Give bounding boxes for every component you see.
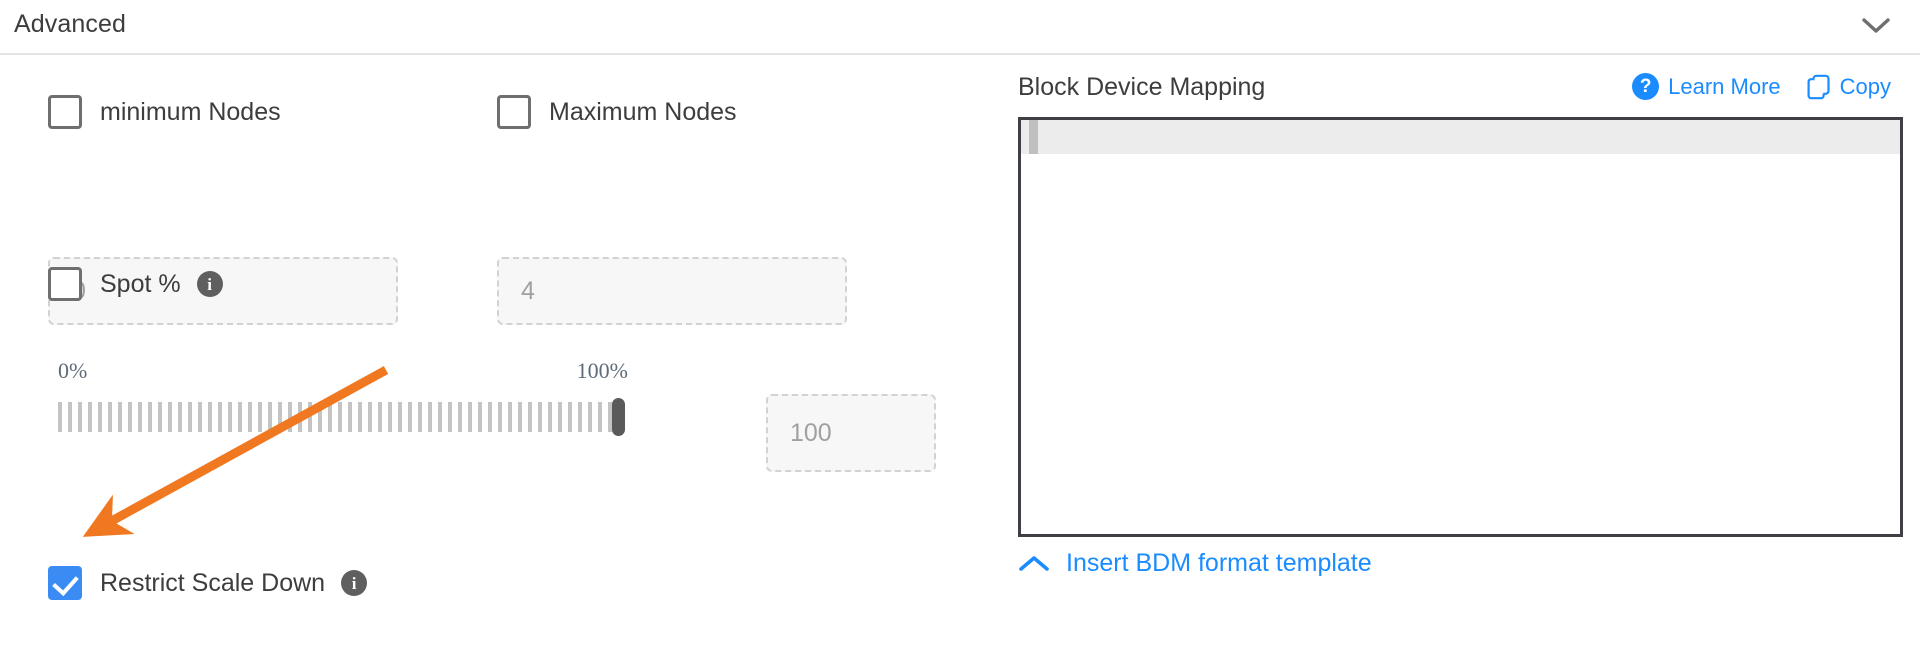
learn-more-link[interactable]: ? Learn More bbox=[1632, 73, 1781, 100]
editor-active-line bbox=[1021, 120, 1900, 154]
insert-bdm-template-label: Insert BDM format template bbox=[1066, 549, 1372, 577]
spot-percent-slider[interactable] bbox=[58, 398, 625, 436]
slider-max-label: 100% bbox=[576, 358, 628, 383]
learn-more-label: Learn More bbox=[1668, 73, 1781, 99]
maximum-nodes-input[interactable]: 4 bbox=[497, 257, 847, 325]
minimum-nodes-checkbox[interactable] bbox=[48, 95, 82, 129]
question-circle-icon: ? bbox=[1632, 73, 1660, 100]
minimum-nodes-input[interactable]: 0 bbox=[48, 257, 398, 325]
slider-min-label: 0% bbox=[58, 358, 88, 383]
spot-percent-row: Spot % i bbox=[48, 267, 223, 301]
insert-bdm-template-link[interactable]: Insert BDM format template bbox=[1018, 549, 1372, 578]
spot-percent-checkbox[interactable] bbox=[48, 267, 82, 301]
spot-percent-label: Spot % bbox=[100, 269, 181, 298]
maximum-nodes-checkbox[interactable] bbox=[497, 95, 531, 129]
chevron-down-icon bbox=[1862, 18, 1890, 33]
slider-range-labels: 0% 100% bbox=[58, 358, 628, 388]
spot-percent-slider-group: 0% 100% bbox=[58, 358, 628, 436]
scaling-options-column: minimum Nodes 0 Maximum Nodes 4 Spot % i… bbox=[0, 55, 1000, 656]
bdm-header: Block Device Mapping ? Learn More Copy bbox=[1018, 73, 1903, 107]
copy-icon bbox=[1807, 74, 1830, 99]
bdm-title: Block Device Mapping bbox=[1018, 73, 1266, 101]
minimum-nodes-row: minimum Nodes bbox=[48, 95, 281, 129]
slider-handle[interactable] bbox=[612, 398, 625, 436]
copy-label: Copy bbox=[1839, 73, 1891, 99]
bdm-actions: ? Learn More Copy bbox=[1632, 73, 1891, 100]
page-title: Advanced bbox=[14, 10, 126, 38]
editor-cursor bbox=[1029, 120, 1038, 154]
spot-percent-info-icon[interactable]: i bbox=[196, 271, 223, 297]
slider-ticks bbox=[58, 402, 616, 432]
spot-percent-value-input[interactable]: 100 bbox=[766, 394, 936, 472]
minimum-nodes-label: minimum Nodes bbox=[100, 97, 281, 126]
restrict-scale-down-checkbox[interactable] bbox=[48, 566, 82, 600]
advanced-section-body: minimum Nodes 0 Maximum Nodes 4 Spot % i… bbox=[0, 55, 1920, 656]
copy-button[interactable]: Copy bbox=[1807, 74, 1891, 100]
restrict-scale-down-info-icon[interactable]: i bbox=[341, 570, 368, 596]
collapse-section-button[interactable] bbox=[1854, 8, 1898, 44]
maximum-nodes-label: Maximum Nodes bbox=[549, 97, 737, 126]
advanced-section-header: Advanced bbox=[0, 0, 1920, 55]
maximum-nodes-row: Maximum Nodes bbox=[497, 95, 737, 129]
block-device-mapping-column: Block Device Mapping ? Learn More Copy bbox=[1000, 55, 1920, 656]
chevron-up-icon bbox=[1019, 555, 1049, 571]
bdm-code-editor[interactable] bbox=[1018, 117, 1903, 537]
restrict-scale-down-label: Restrict Scale Down bbox=[100, 568, 326, 597]
restrict-scale-down-row: Restrict Scale Down i bbox=[48, 566, 368, 600]
